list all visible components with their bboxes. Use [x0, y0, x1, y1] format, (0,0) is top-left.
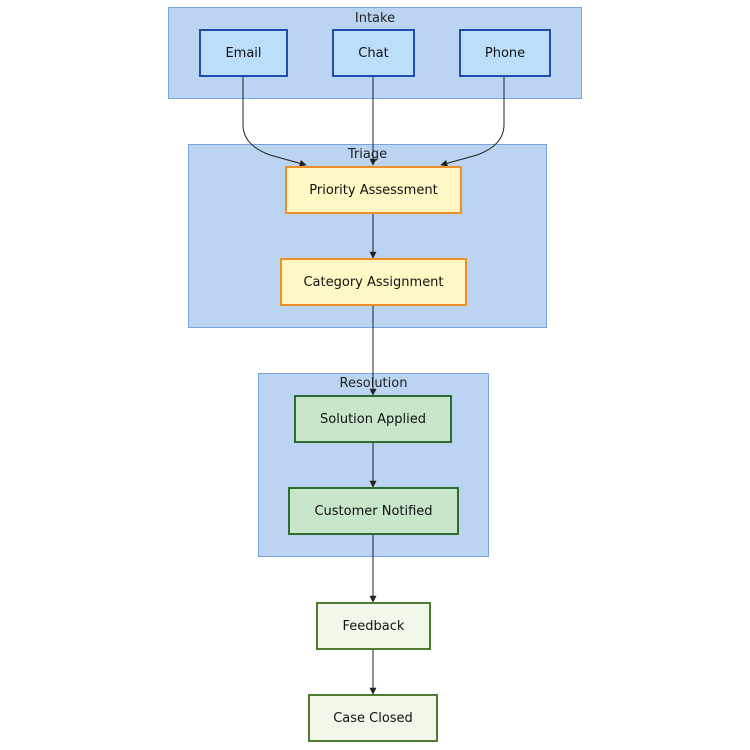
customer-notified-node: Customer Notified [288, 487, 459, 535]
case-closed-node: Case Closed [308, 694, 438, 742]
intake-group-label: Intake [354, 11, 396, 26]
phone-node: Phone [459, 29, 551, 77]
feedback-node: Feedback [316, 602, 431, 650]
priority-assessment-node: Priority Assessment [285, 166, 462, 214]
triage-group-label: Triage [347, 147, 388, 162]
email-node: Email [199, 29, 288, 77]
resolution-group-label: Resolution [339, 376, 408, 391]
category-assignment-node: Category Assignment [280, 258, 467, 306]
solution-applied-node: Solution Applied [294, 395, 452, 443]
chat-node: Chat [332, 29, 415, 77]
